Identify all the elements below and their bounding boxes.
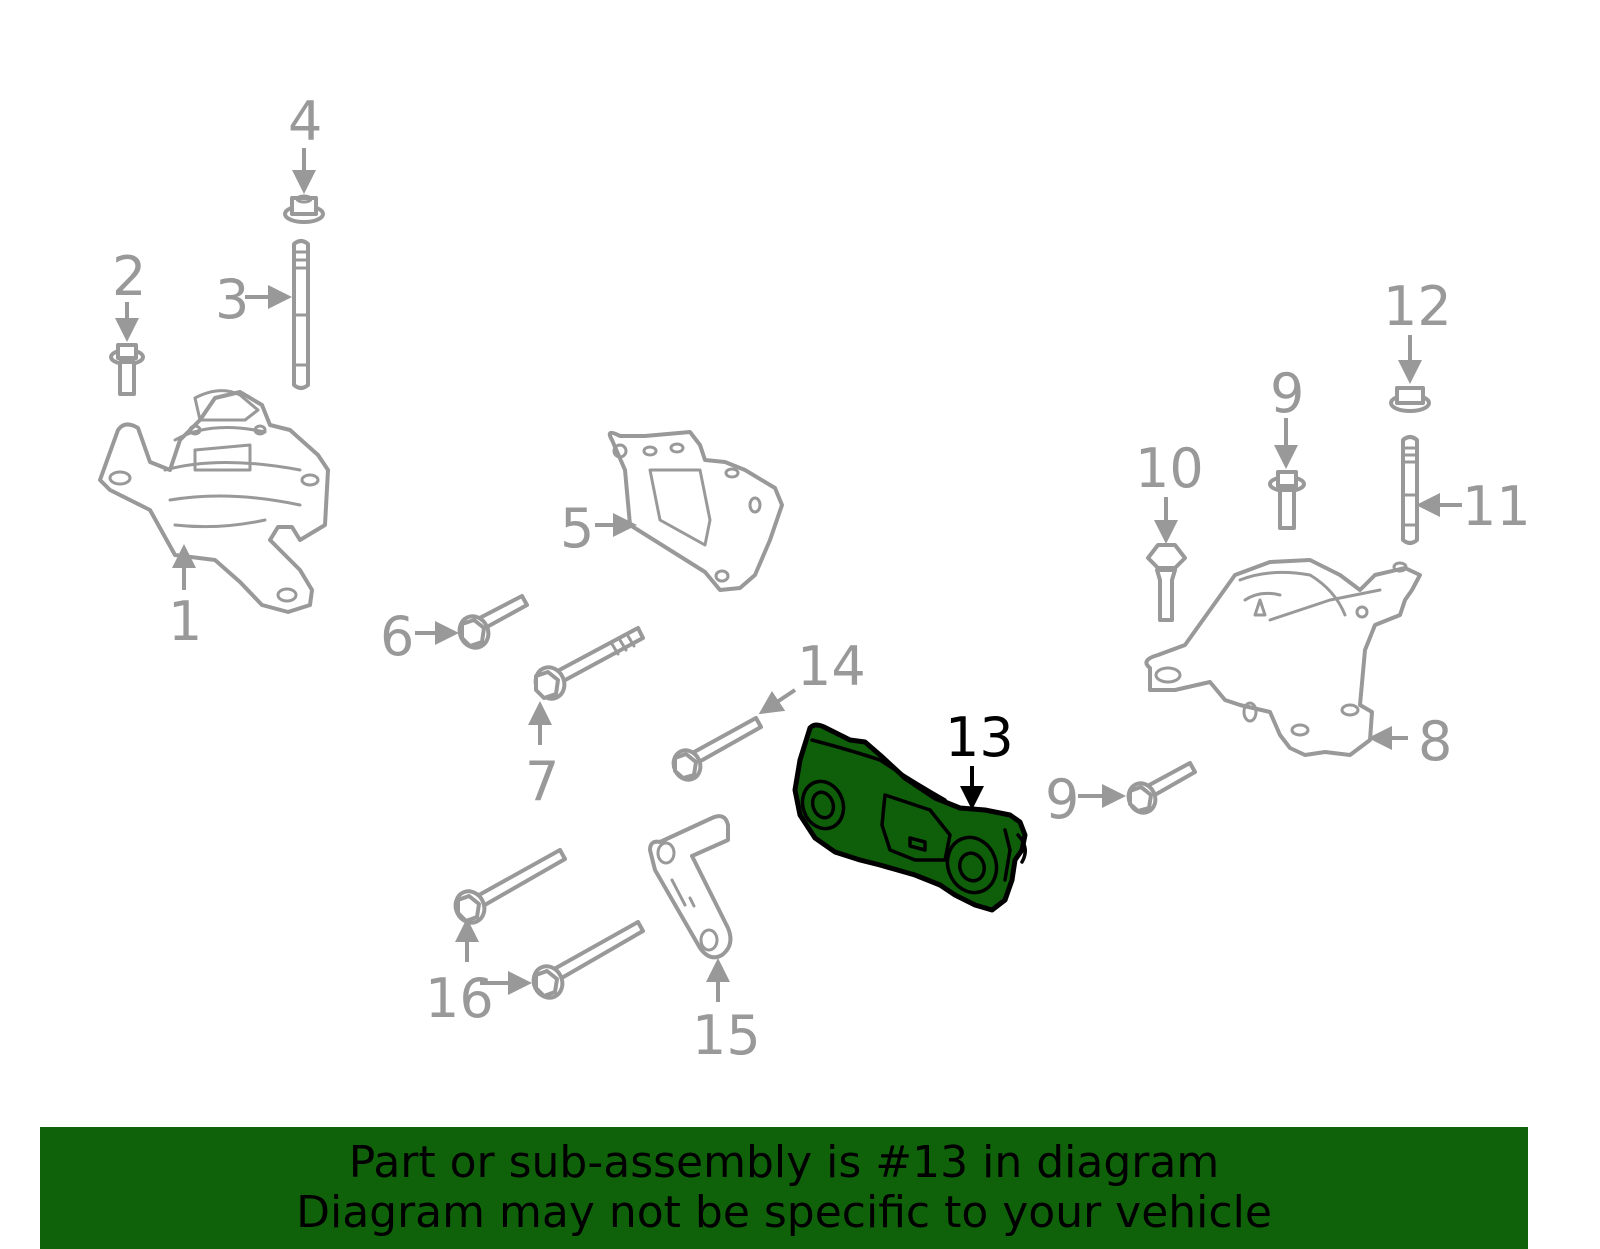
part-5-bracket	[607, 430, 784, 592]
callout-label-5[interactable]: 5	[560, 497, 594, 560]
part-8-transmission-mount	[1144, 558, 1422, 757]
banner-line-part: Part or sub-assembly is #13 in diagram	[348, 1137, 1220, 1188]
callout-label-10[interactable]: 10	[1135, 437, 1204, 500]
callout-label-8[interactable]: 8	[1418, 710, 1452, 773]
callout-label-1[interactable]: 1	[168, 590, 202, 653]
callout-label-2[interactable]: 2	[112, 245, 146, 308]
callout-label-9a[interactable]: 9	[1270, 362, 1304, 425]
part-15-bracket	[648, 814, 733, 960]
part-3-stud	[292, 239, 310, 390]
part-info-banner: Part or sub-assembly is #13 in diagram D…	[40, 1127, 1528, 1249]
callout-label-13[interactable]: 13	[945, 706, 1014, 769]
callout-label-12[interactable]: 12	[1383, 275, 1452, 338]
callout-label-16[interactable]: 16	[425, 967, 494, 1030]
part-4-nut	[283, 194, 325, 224]
part-14-bolt	[671, 716, 763, 782]
callout-label-3[interactable]: 3	[215, 268, 249, 331]
banner-line-disclaimer: Diagram may not be specific to your vehi…	[296, 1187, 1272, 1238]
callout-label-11[interactable]: 11	[1462, 475, 1531, 538]
part-6-bolt	[457, 594, 529, 650]
part-13-torque-strut-mount[interactable]	[792, 722, 1028, 913]
part-12-nut	[1389, 386, 1431, 413]
callout-label-7[interactable]: 7	[525, 750, 559, 813]
part-16-bolt-upper	[453, 848, 567, 925]
callout-label-15[interactable]: 15	[692, 1004, 761, 1067]
callout-arrow-14	[758, 688, 797, 715]
part-2-bolt	[109, 343, 145, 396]
part-11-stud	[1401, 435, 1419, 545]
part-9-bolt-upper	[1268, 470, 1306, 530]
part-1-engine-mount	[98, 389, 330, 614]
callout-label-4[interactable]: 4	[288, 90, 322, 153]
callout-label-6[interactable]: 6	[380, 605, 414, 668]
callout-label-14[interactable]: 14	[797, 635, 866, 698]
part-7-bolt	[533, 626, 645, 701]
part-16-bolt-lower	[531, 920, 645, 1000]
callout-label-9b[interactable]: 9	[1045, 768, 1079, 831]
part-10-bolt	[1146, 543, 1187, 622]
part-9-bolt-lower	[1126, 761, 1197, 815]
